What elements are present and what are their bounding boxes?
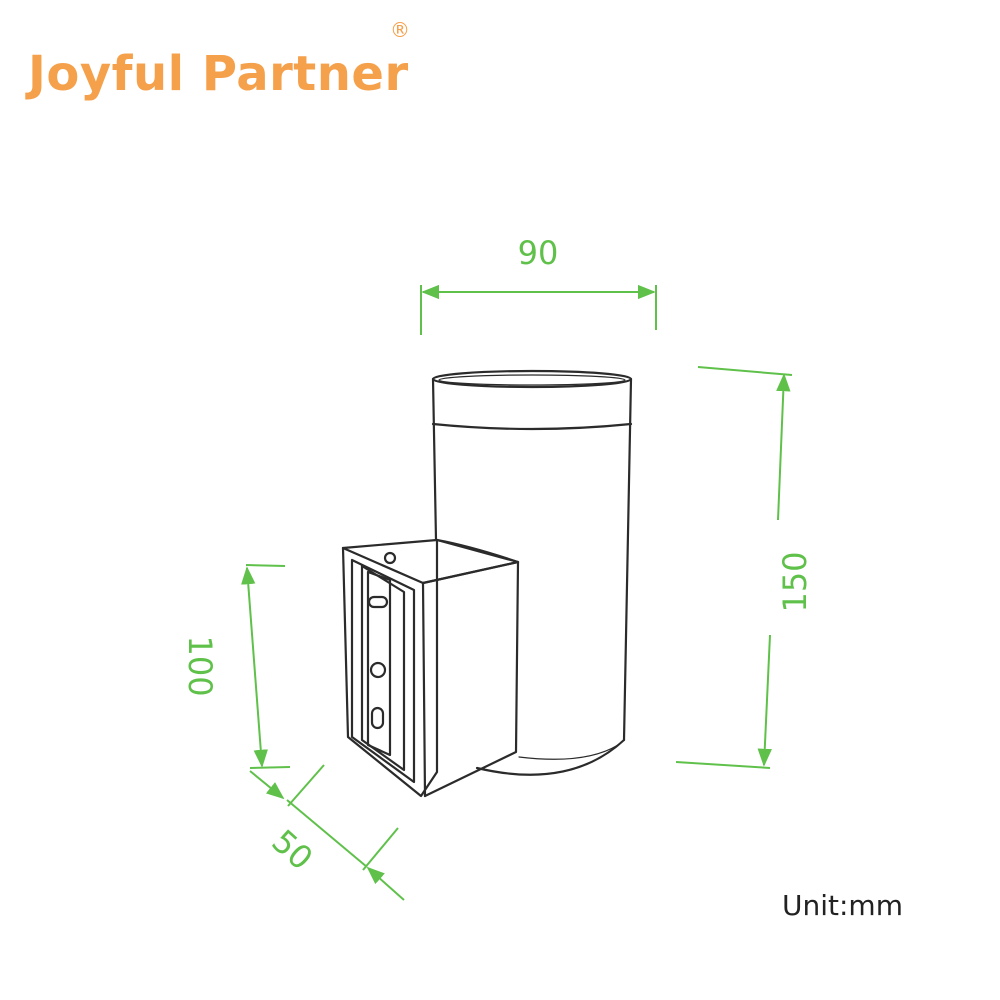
dimension-height	[675, 366, 793, 769]
lamp-cylinder	[431, 369, 633, 776]
unit-label: Unit:mm	[782, 889, 903, 922]
registered-mark: ®	[390, 18, 410, 42]
brand-logo-text: Joyful Partner	[28, 46, 409, 102]
bracket-joint	[435, 538, 520, 564]
dimension-bracket-height-label: 100	[181, 635, 219, 696]
wall-bracket	[341, 538, 520, 798]
dimension-width	[420, 284, 657, 335]
dimension-height-label: 150	[776, 551, 814, 612]
dimension-depth	[249, 764, 405, 901]
dimension-bracket-height	[241, 564, 291, 769]
dimension-depth-label: 50	[265, 822, 321, 877]
dimension-width-label: 90	[518, 234, 559, 272]
